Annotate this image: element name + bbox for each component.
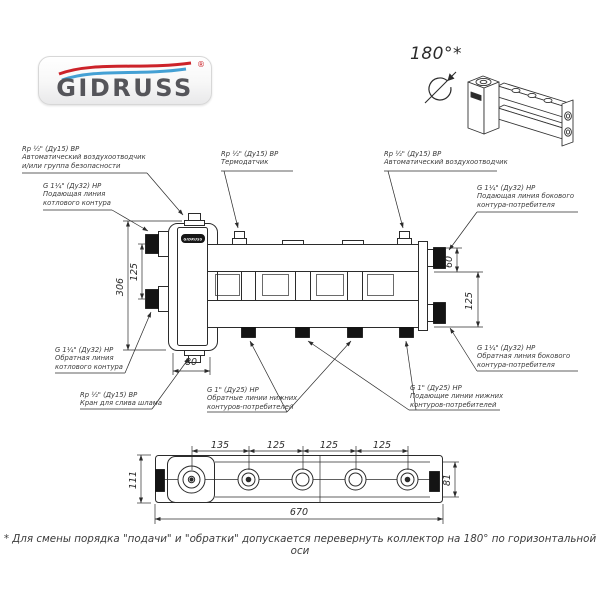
- dim-base-width: 80: [185, 357, 197, 368]
- dim-body-81: 81: [442, 474, 453, 486]
- dim-right-top-offset: 60: [444, 256, 455, 268]
- dim-right-port-spacing: 125: [464, 292, 475, 310]
- gidruss-logo: GIDRUSS ®: [38, 56, 212, 105]
- front-view-dimensions: 306 125 80 60 125: [115, 220, 483, 375]
- callout-boiler-return: G 1¼" (Ду32) НР Обратная линия котлового…: [55, 346, 123, 371]
- callout-air-vent-left: Rp ½" (Ду15) ВР Автоматический воздухоот…: [22, 145, 146, 170]
- callout-leader-lines: [22, 170, 578, 413]
- dim-spacing-125b: 125: [320, 440, 338, 451]
- callout-side-supply: G 1¼" (Ду32) НР Подающая линия бокового …: [477, 184, 575, 209]
- logo-registered-mark: ®: [197, 60, 205, 69]
- callout-drain-valve: Rp ½" (Ду15) ВР Кран для слива шлама: [80, 391, 163, 408]
- plan-view-dimensions: 135 125 125 125 111 81 670: [128, 440, 459, 524]
- logo-wave-red-icon: [58, 61, 192, 76]
- callout-lower-supplies: G 1" (Ду25) НР Подающие линии нижних кон…: [410, 384, 504, 409]
- callout-boiler-supply: G 1¼" (Ду32) НР Подающая линия котлового…: [43, 182, 111, 207]
- callout-air-vent-right: Rp ½" (Ду15) ВР Автоматический воздухоот…: [384, 150, 508, 167]
- manifold-plan-view: [155, 455, 443, 503]
- manifold-front: [207, 231, 446, 338]
- callout-side-return: G 1¼" (Ду32) НР Обратная линия бокового …: [477, 344, 571, 369]
- dim-length-670: 670: [290, 507, 308, 518]
- logo-text: GIDRUSS: [56, 74, 194, 102]
- isometric-view: [467, 75, 574, 147]
- hydraulic-separator-front: GIDRUSS: [168, 213, 218, 363]
- callout-lower-returns: G 1" (Ду25) НР Обратные линии нижних кон…: [207, 386, 298, 411]
- nameplate-text: GIDRUSS: [183, 238, 202, 242]
- dim-spacing-135: 135: [211, 440, 229, 451]
- callout-thermo-sensor: Rp ½" (Ду15) ВР Термодатчик: [221, 150, 279, 167]
- separator-nameplate: [181, 234, 205, 243]
- dim-depth-111: 111: [128, 471, 139, 489]
- rotation-angle-label: 180°*: [410, 44, 462, 64]
- dim-left-port-spacing: 125: [129, 263, 140, 281]
- dim-spacing-125c: 125: [373, 440, 391, 451]
- logo-wave-blue-icon: [61, 67, 187, 82]
- footnote: * Для смены порядка "подачи" и "обратки"…: [3, 533, 597, 558]
- boiler-circuit-ports: [145, 231, 169, 312]
- dim-front-height: 306: [115, 278, 126, 296]
- rotation-icon: [424, 71, 457, 104]
- dim-spacing-125a: 125: [267, 440, 285, 451]
